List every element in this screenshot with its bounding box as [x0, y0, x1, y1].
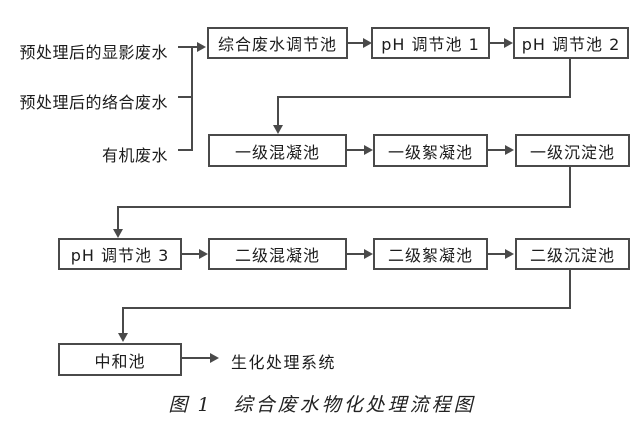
node-neutralization-tank: 中和池 [58, 343, 182, 376]
node-primary-coagulation: 一级混凝池 [208, 134, 347, 167]
connector-source1-line [178, 46, 199, 48]
connector-ph1-to-ph2-line [490, 42, 506, 44]
arrowhead-into-neutralization-tank [118, 333, 128, 342]
arrowhead-into-comprehensive-tank [197, 42, 206, 52]
node-ph-tank-1: pH 调节池 1 [371, 27, 490, 59]
node-comprehensive-tank: 综合废水调节池 [207, 27, 348, 59]
connector-neutralization-to-bio-line [182, 357, 211, 359]
node-primary-flocculation: 一级絮凝池 [373, 134, 488, 167]
arrowhead-into-secondary-coagulation [199, 249, 208, 259]
arrowhead-into-ph-tank-2 [504, 38, 513, 48]
connector-source-merge-line [191, 46, 193, 151]
connector-source3-line [178, 149, 193, 151]
source-label-complexing-wastewater: 预处理后的络合废水 [19, 93, 168, 112]
arrowhead-into-ph-tank-3 [113, 229, 123, 238]
source-label-organic-wastewater: 有机废水 [101, 146, 168, 165]
node-secondary-flocculation: 二级絮凝池 [373, 238, 488, 270]
connector-secondary-coag-to-floc-line [347, 253, 365, 255]
connector-secondary-sed-horizontal-line [122, 307, 571, 309]
node-ph-tank-2: pH 调节池 2 [513, 27, 629, 59]
connector-into-ph-tank-3-line [117, 206, 119, 230]
figure-number: 图 1 [168, 394, 212, 416]
node-secondary-coagulation: 二级混凝池 [208, 238, 347, 270]
arrowhead-into-ph-tank-1 [363, 38, 372, 48]
connector-comprehensive-to-ph1-line [348, 42, 365, 44]
connector-into-neutralization-line [122, 307, 124, 334]
arrowhead-into-primary-flocculation [364, 145, 373, 155]
source-label-developing-wastewater: 预处理后的显影废水 [19, 43, 168, 62]
connector-primary-coag-to-floc-line [347, 149, 365, 151]
arrowhead-into-primary-coagulation [273, 125, 283, 134]
connector-ph3-to-secondary-coag-line [182, 253, 200, 255]
node-ph-tank-3: pH 调节池 3 [58, 238, 182, 270]
label-biochemical-system: 生化处理系统 [231, 353, 337, 372]
connector-into-primary-coagulation-line [277, 96, 279, 126]
connector-secondary-floc-to-sed-line [488, 253, 506, 255]
node-secondary-sedimentation: 二级沉淀池 [515, 238, 630, 270]
connector-secondary-sed-down-line [569, 270, 571, 309]
node-primary-sedimentation: 一级沉淀池 [515, 134, 630, 167]
connector-ph2-horizontal-line [277, 96, 571, 98]
connector-primary-floc-to-sed-line [488, 149, 506, 151]
figure-caption: 图 1 综合废水物化处理流程图 [0, 390, 644, 417]
connector-primary-sed-down-line [569, 167, 571, 208]
connector-source2-line [178, 96, 193, 98]
connector-ph2-down-line [569, 59, 571, 98]
arrowhead-into-biochemical-system [210, 353, 219, 363]
connector-primary-sed-horizontal-line [117, 206, 571, 208]
arrowhead-into-primary-sedimentation [505, 145, 514, 155]
arrowhead-into-secondary-flocculation [364, 249, 373, 259]
arrowhead-into-secondary-sedimentation [505, 249, 514, 259]
figure-title: 综合废水物化处理流程图 [233, 394, 476, 416]
